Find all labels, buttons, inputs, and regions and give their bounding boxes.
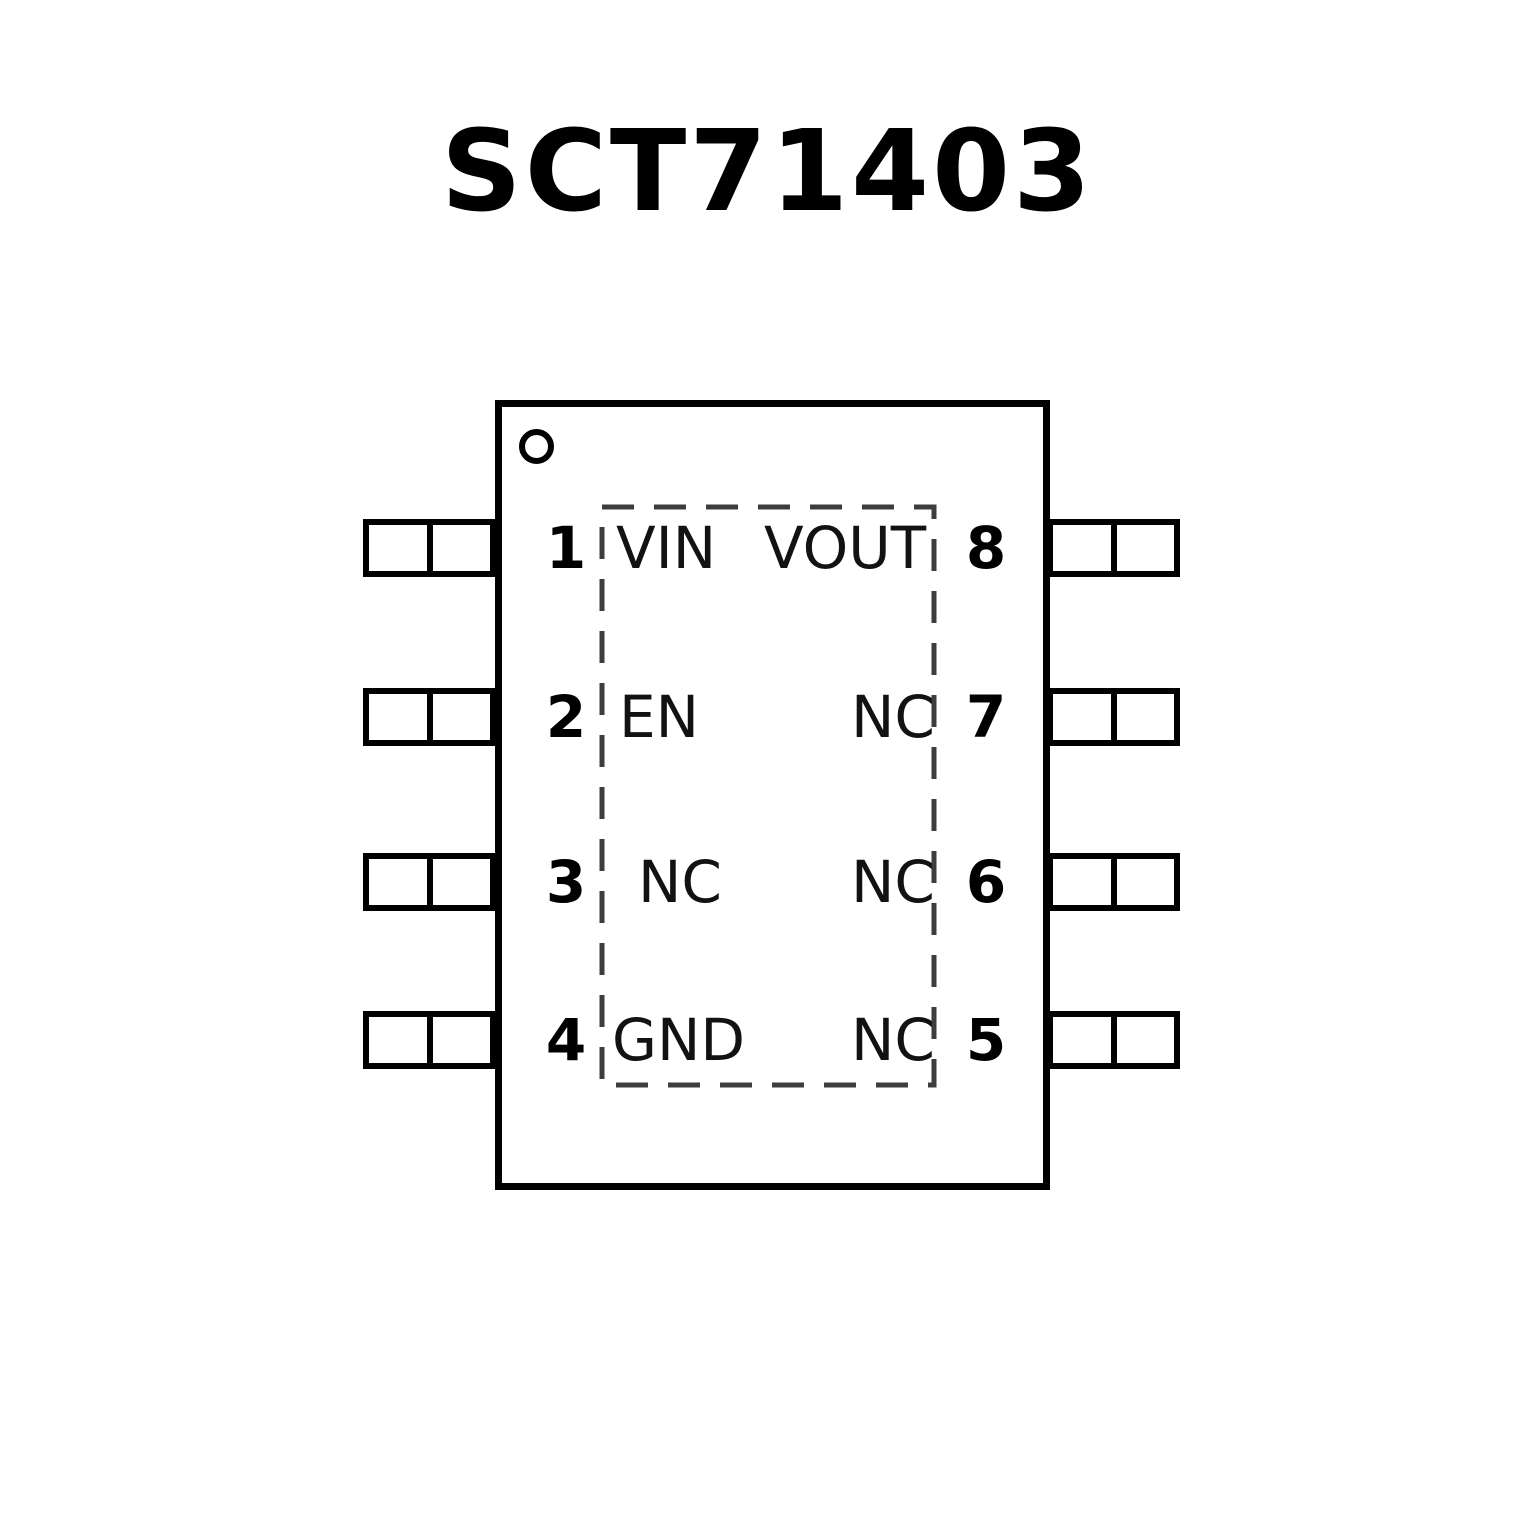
pin-lead-divider (1110, 859, 1117, 905)
pin-number-4: 4 (545, 1006, 587, 1074)
pin-lead-4 (363, 1011, 496, 1069)
pin-lead-6 (1047, 853, 1180, 911)
pin-lead-1 (363, 519, 496, 577)
pin-lead-7 (1047, 688, 1180, 746)
pin-number-6: 6 (965, 848, 1007, 916)
pin-label-nc-3: NC (638, 848, 722, 916)
pin-label-vout: VOUT (764, 514, 927, 582)
pin-label-en: EN (619, 683, 700, 751)
pin-lead-divider (426, 525, 433, 571)
pin-number-5: 5 (965, 1006, 1007, 1074)
chip-title: SCT71403 (441, 107, 1094, 237)
pin-number-2: 2 (545, 683, 587, 751)
pin-number-8: 8 (965, 514, 1007, 582)
pin-number-7: 7 (965, 683, 1007, 751)
pin-label-vin: VIN (616, 514, 717, 582)
pin-label-gnd: GND (612, 1006, 745, 1074)
pin-number-3: 3 (545, 848, 587, 916)
pin-lead-divider (426, 1017, 433, 1063)
pin-lead-2 (363, 688, 496, 746)
pin-lead-divider (1110, 525, 1117, 571)
pin-lead-divider (426, 694, 433, 740)
pin-lead-3 (363, 853, 496, 911)
pin-lead-divider (1110, 694, 1117, 740)
pin-lead-5 (1047, 1011, 1180, 1069)
pin-label-nc-7: NC (851, 683, 935, 751)
pin-number-1: 1 (545, 514, 587, 582)
pin-lead-divider (1110, 1017, 1117, 1063)
pin-label-nc-6: NC (851, 848, 935, 916)
pin-label-nc-5: NC (851, 1006, 935, 1074)
pin-lead-8 (1047, 519, 1180, 577)
pin1-indicator-dot (519, 429, 554, 464)
pin-lead-divider (426, 859, 433, 905)
